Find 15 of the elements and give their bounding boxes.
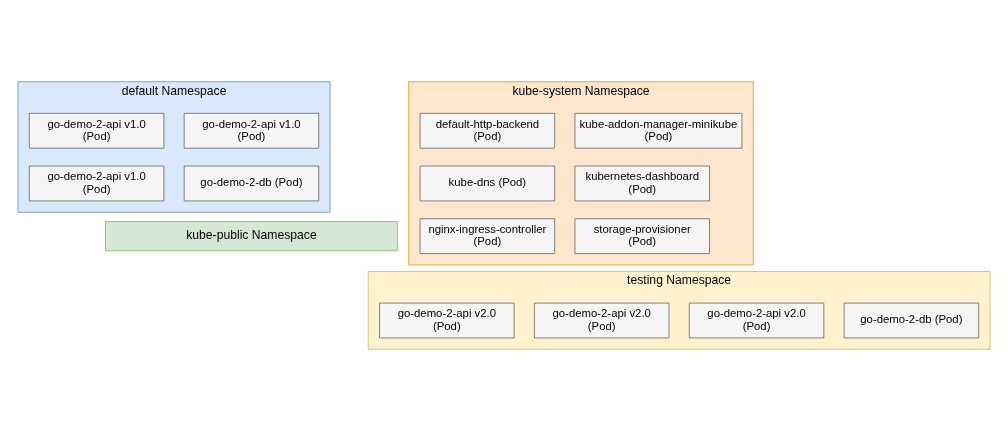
node-box: go-demo-2-db (Pod): [183, 165, 320, 202]
node-box: kube-addon-manager-minikube (Pod): [574, 112, 743, 149]
node-box: go-demo-2-api v1.0 (Pod): [28, 112, 165, 149]
node-box: kubernetes-dashboard (Pod): [574, 165, 710, 202]
node-box: go-demo-2-api v1.0 (Pod): [183, 112, 320, 149]
node-box: default-http-backend (Pod): [419, 112, 556, 149]
node-box: kube-dns (Pod): [419, 165, 556, 202]
node-box: storage-provisioner (Pod): [574, 218, 710, 254]
node-box: go-demo-2-api v2.0 (Pod): [688, 302, 825, 339]
node-box: nginx-ingress-controller (Pod): [419, 218, 556, 254]
node-box: go-demo-2-api v1.0 (Pod): [28, 165, 165, 202]
node-box: go-demo-2-db (Pod): [843, 302, 980, 339]
node-box: go-demo-2-api v2.0 (Pod): [534, 302, 670, 339]
node-box: kube-public Namespace: [105, 221, 398, 252]
node-box: go-demo-2-api v2.0 (Pod): [379, 302, 515, 339]
